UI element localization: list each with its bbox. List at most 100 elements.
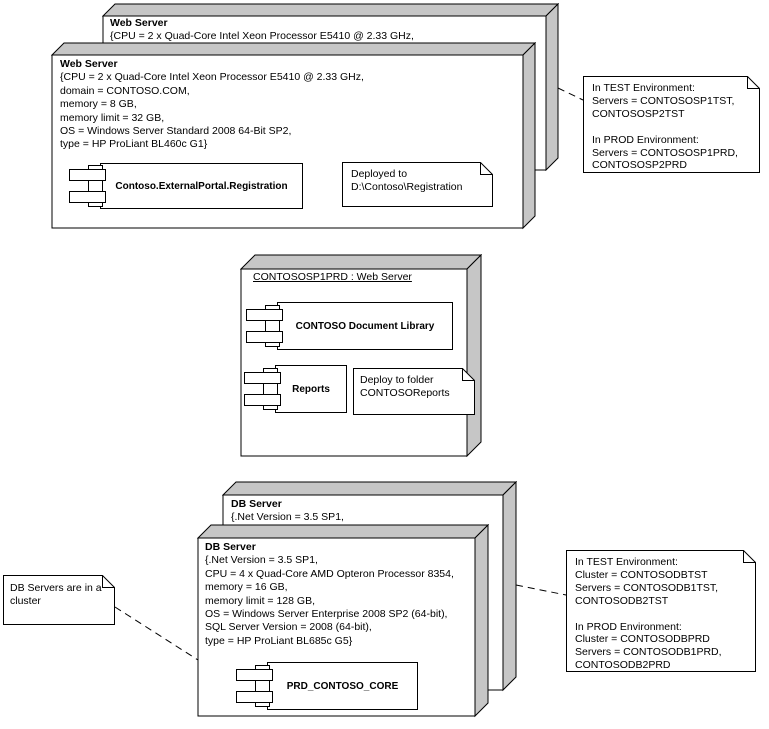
text-line: cluster [10, 594, 41, 607]
text-line: Deployed to [351, 168, 408, 180]
text-line: {.Net Version = 3.5 SP1, [231, 511, 344, 524]
note-shape-svg [342, 162, 493, 207]
component-icon-tab [244, 394, 281, 406]
component-icon-tab [69, 169, 106, 181]
text-line: memory limit = 128 GB, [205, 594, 315, 607]
component-icon [69, 165, 128, 207]
node-right-face [474, 524, 489, 718]
text-line: Deploy to folder [360, 374, 434, 386]
note-outline [353, 368, 475, 415]
note-shape-svg [583, 76, 760, 173]
text-line: type = HP ProLiant BL685c G5} [205, 634, 353, 647]
node-title: Web Server [110, 17, 168, 29]
text-line: type = HP ProLiant BL460c G1} [60, 138, 208, 151]
node-front-face [240, 268, 468, 457]
node-top-face [102, 3, 559, 17]
node-properties: {.Net Version = 3.5 SP1,CPU = 4 x Quad-C… [205, 554, 454, 648]
text-line: CONTOSOSP2PRD [592, 159, 687, 172]
node-title: DB Server [231, 498, 282, 510]
text-line: In PROD Environment: [575, 620, 682, 633]
text-line: OS = Windows Server Enterprise 2008 SP2 … [205, 608, 448, 621]
note-outline [3, 575, 115, 625]
node-properties: {.Net Version = 3.5 SP1, [231, 511, 344, 524]
connector-cluster-note-to-dbserver [114, 606, 199, 661]
note-outline [583, 76, 760, 173]
text-line: Cluster = CONTOSODBTST [575, 568, 708, 581]
note-web-environments: In TEST Environment: Servers = CONTOSOSP1… [583, 76, 760, 173]
connector-webserver-to-env-note [557, 87, 584, 101]
component-icon-tab [236, 691, 273, 703]
note-text: In TEST Environment: Servers = CONTOSOSP1… [592, 82, 738, 172]
note-db-environments: In TEST Environment:Cluster = CONTOSODBT… [566, 550, 756, 672]
component-registration: Contoso.ExternalPortal.Registration [69, 163, 303, 209]
text-line: Servers = CONTOSOSP1PRD, [592, 146, 738, 159]
node-right-face [545, 3, 559, 171]
node-right-face [522, 42, 536, 230]
component-icon-tab [246, 309, 283, 321]
note-fold-corner [743, 550, 756, 563]
note-outline [342, 162, 493, 207]
node-3d-box [240, 254, 482, 457]
component-label: CONTOSO Document Library [295, 320, 435, 332]
node-web-server-front: Web Server {CPU = 2 x Quad-Core Intel Xe… [51, 42, 536, 230]
connector-dbserver-to-env-note [515, 584, 567, 596]
node-top-face [51, 42, 536, 56]
component-prd-contoso-core: PRD_CONTOSO_CORE [236, 662, 418, 710]
text-line: CONTOSOReports [360, 386, 450, 399]
note-shape-svg [566, 550, 756, 672]
text-line: CONTOSOSP2TST [592, 107, 685, 120]
text-line: memory = 8 GB, [60, 98, 137, 111]
component-icon-tab [69, 191, 106, 203]
node-title: DB Server [205, 541, 256, 553]
node-title: Web Server [60, 58, 118, 70]
text-line [592, 121, 738, 134]
note-fold-corner [747, 76, 760, 89]
text-line: memory limit = 32 GB, [60, 111, 165, 124]
component-icon-tab [236, 669, 273, 681]
text-line: Servers = CONTOSODB1PRD, [575, 646, 722, 659]
text-line: D:\Contoso\Registration [351, 180, 463, 193]
note-outline [566, 550, 756, 672]
note-shape-svg [353, 368, 475, 415]
text-line: {CPU = 2 x Quad-Core Intel Xeon Processo… [110, 30, 414, 43]
text-line: Cluster = CONTOSODBPRD [575, 633, 710, 646]
node-title: CONTOSOSP1PRD : Web Server [253, 271, 412, 283]
node-top-face [197, 524, 489, 539]
component-icon [244, 368, 303, 410]
node-right-face [466, 254, 482, 457]
text-line: CPU = 4 x Quad-Core AMD Opteron Processo… [205, 567, 454, 580]
component-icon-tab [246, 331, 283, 343]
component-icon-tab [244, 372, 281, 384]
text-line: domain = CONTOSO.COM, [60, 84, 190, 97]
text-line: In TEST Environment: [575, 556, 678, 568]
node-contososp1prd: CONTOSOSP1PRD : Web Server [240, 254, 482, 457]
text-line: DB Servers are in a [10, 582, 102, 594]
node-top-face [240, 254, 482, 270]
component-document-library: CONTOSO Document Library [246, 302, 453, 350]
component-reports: Reports [244, 365, 347, 413]
text-line: CONTOSODB2TST [575, 594, 669, 607]
text-line: CONTOSODB2PRD [575, 659, 671, 672]
node-right-face [502, 481, 517, 692]
component-icon [236, 665, 295, 707]
text-line: OS = Windows Server Standard 2008 64-Bit… [60, 125, 292, 138]
component-label: Reports [292, 383, 330, 395]
note-fold-corner [462, 368, 475, 381]
text-line: In PROD Environment: [592, 133, 699, 146]
text-line [575, 608, 722, 621]
note-text: In TEST Environment:Cluster = CONTOSODBT… [575, 556, 722, 672]
node-properties: {CPU = 2 x Quad-Core Intel Xeon Processo… [110, 30, 414, 43]
text-line: In TEST Environment: [592, 82, 695, 94]
note-fold-corner [102, 575, 115, 588]
component-label: PRD_CONTOSO_CORE [286, 680, 399, 692]
text-line: SQL Server Version = 2008 (64-bit), [205, 621, 372, 634]
text-line: {CPU = 2 x Quad-Core Intel Xeon Processo… [60, 71, 364, 84]
note-fold-corner [480, 162, 493, 175]
